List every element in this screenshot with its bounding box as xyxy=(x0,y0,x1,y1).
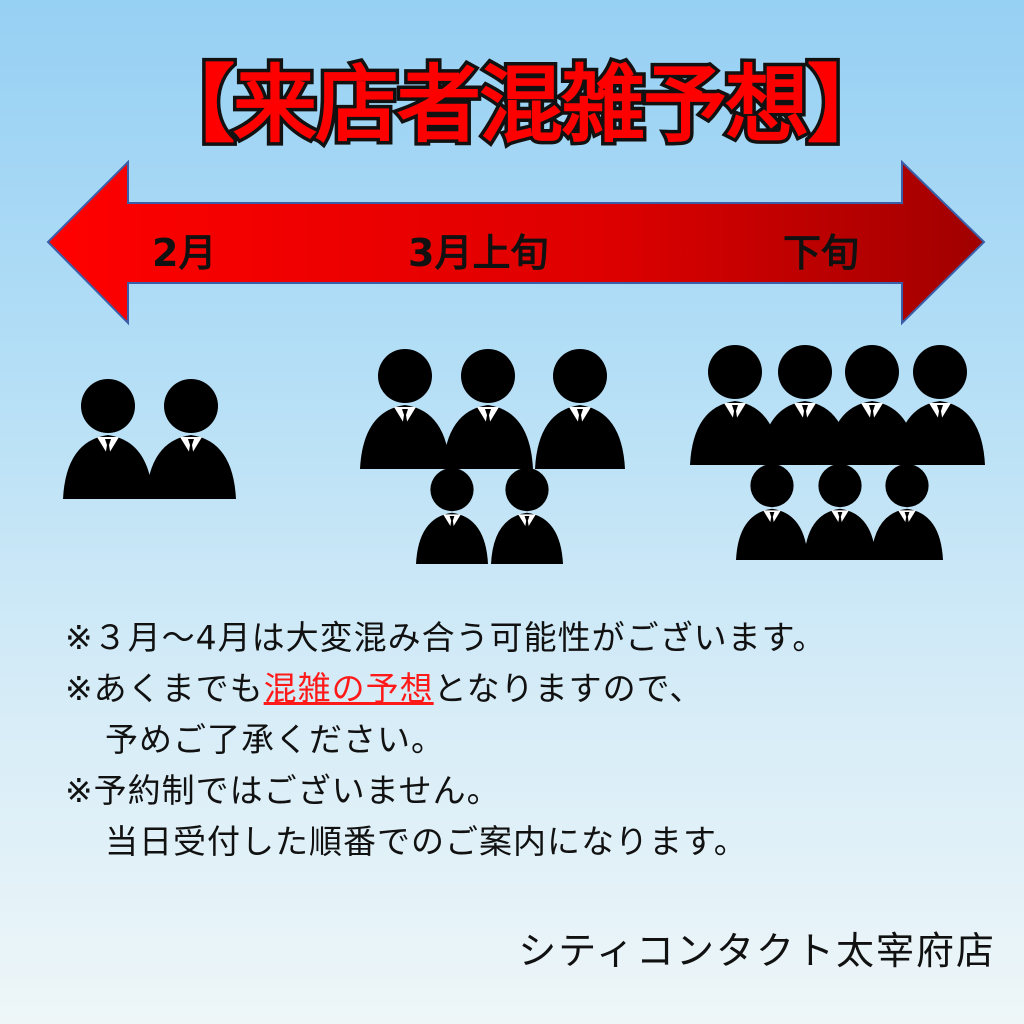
note-line: ※３月～4月は大変混み合う可能性がございます。 xyxy=(65,618,827,657)
person-icon xyxy=(416,468,488,564)
note-highlight: 混雑の予想 xyxy=(263,669,434,708)
note-text: となりますので、 xyxy=(433,669,704,708)
person-icon xyxy=(804,464,876,560)
note-text: ※あくまでも xyxy=(65,669,264,708)
person-icon xyxy=(871,464,943,560)
note-line: 予めご了承ください。 xyxy=(105,720,445,759)
shop-name: シティコンタクト太宰府店 xyxy=(518,929,996,973)
page-title: 【来店者混雑予想】 xyxy=(147,53,894,158)
timeline-label-late-march: 下旬 xyxy=(783,231,860,275)
timeline-label-early-march: 3月上旬 xyxy=(408,231,549,275)
note-line: ※あくまでも混雑の予想となりますので、 xyxy=(65,663,826,714)
timeline-arrow xyxy=(46,159,986,326)
timeline-label-february: 2月 xyxy=(152,231,217,275)
notes: ※３月～4月は大変混み合う可能性がございます。 ※あくまでも混雑の予想となります… xyxy=(65,612,826,867)
note-line: 当日受付した順番でのご案内になります。 xyxy=(105,822,748,861)
person-icon xyxy=(535,349,625,469)
person-icon xyxy=(63,379,153,499)
person-icon xyxy=(443,349,533,469)
person-icon xyxy=(736,464,808,560)
person-icon xyxy=(893,345,987,465)
person-icon xyxy=(491,468,563,564)
note-line: ※予約制ではございません。 xyxy=(65,771,501,810)
person-icon xyxy=(360,349,450,469)
person-icon xyxy=(146,379,236,499)
